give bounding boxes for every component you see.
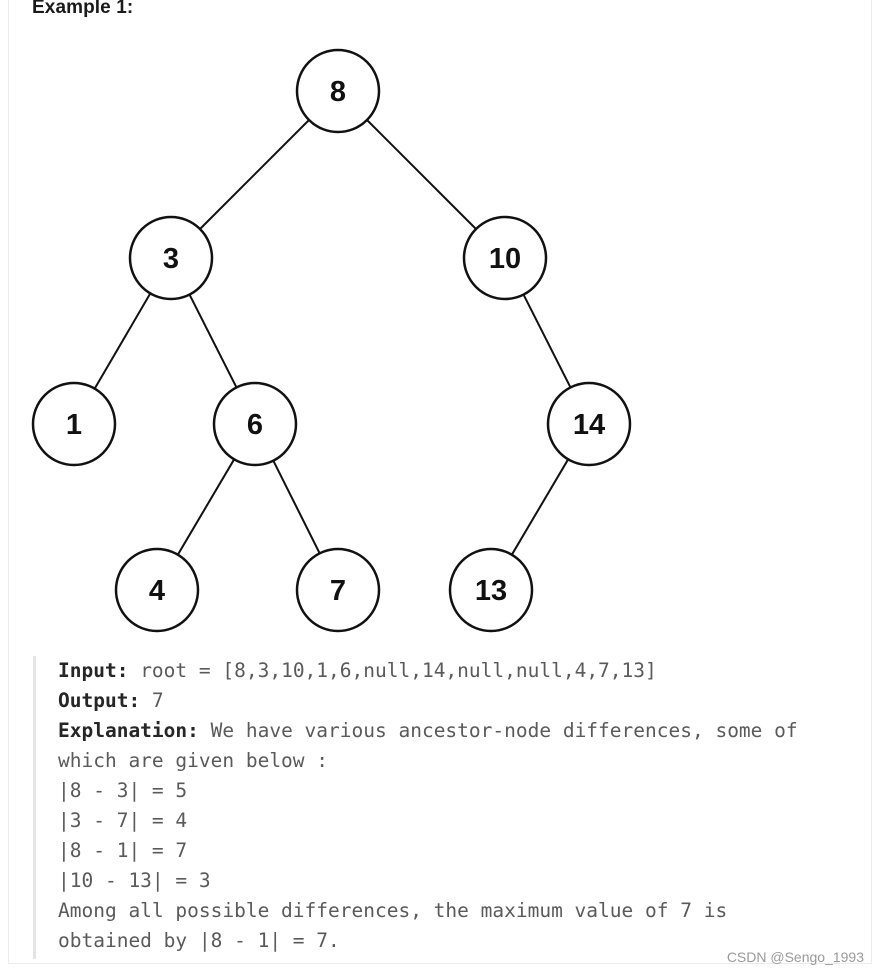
output-line: Output: 7 — [58, 686, 863, 716]
tree-edge-14-13 — [510, 458, 570, 556]
tree-node-label: 8 — [330, 76, 346, 108]
tree-node-8: 8 — [295, 48, 381, 134]
example-block: Input: root = [8,3,10,1,6,null,14,null,n… — [33, 656, 863, 959]
tree-node-circle — [295, 547, 381, 633]
tree-node-4: 4 — [114, 547, 200, 633]
tree-node-6: 6 — [212, 381, 298, 467]
tree-edge-3-1 — [93, 292, 152, 390]
input-label: Input: — [58, 659, 129, 682]
tree-node-circle — [448, 547, 534, 633]
diff-line: |3 - 7| = 4 — [58, 809, 188, 832]
tree-node-10: 10 — [462, 215, 548, 301]
tree-edge-3-6 — [188, 294, 238, 388]
output-value: 7 — [140, 689, 164, 712]
diff-line: |8 - 3| = 5 — [58, 779, 188, 802]
tree-node-circle — [212, 381, 298, 467]
tree-node-3: 3 — [128, 215, 214, 301]
tree-node-label: 6 — [247, 409, 263, 441]
input-value: root = [8,3,10,1,6,null,14,null,null,4,7… — [128, 659, 657, 682]
explanation-label: Explanation: — [58, 719, 199, 742]
example-heading: Example 1: — [32, 0, 134, 18]
diff-line: |10 - 13| = 3 — [58, 869, 211, 892]
tree-node-circle — [128, 215, 214, 301]
explanation-value: We have various ancestor-node difference… — [198, 719, 798, 742]
tree-node-14: 14 — [546, 381, 632, 467]
tree-edge-8-3 — [199, 119, 310, 230]
tree-node-circle — [114, 547, 200, 633]
tree-node-circle — [31, 381, 117, 467]
tree-node-label: 7 — [330, 575, 346, 607]
tree-nodes: 8 3 10 1 6 14 4 7 13 — [31, 48, 632, 633]
conclusion-line: obtained by |8 - 1| = 7. — [58, 929, 340, 952]
tree-node-label: 3 — [163, 243, 179, 275]
tree-node-circle — [546, 381, 632, 467]
tree-node-1: 1 — [31, 381, 117, 467]
diff-line: |8 - 1| = 7 — [58, 839, 188, 862]
tree-node-label: 14 — [573, 409, 605, 441]
tree-node-circle — [462, 215, 548, 301]
tree-node-label: 13 — [475, 575, 507, 607]
tree-edge-8-10 — [366, 119, 477, 230]
tree-node-7: 7 — [295, 547, 381, 633]
tree-edges — [93, 119, 572, 556]
page-frame — [8, 0, 872, 964]
explanation-continuation: which are given below : — [58, 749, 329, 772]
tree-node-label: 10 — [489, 243, 521, 275]
tree-edge-6-4 — [176, 458, 236, 556]
tree-edge-6-7 — [272, 460, 321, 554]
binary-tree-diagram: 8 3 10 1 6 14 4 7 13 — [31, 48, 632, 633]
conclusion-line: Among all possible differences, the maxi… — [58, 899, 728, 922]
tree-node-label: 1 — [66, 409, 82, 441]
tree-edge-10-14 — [522, 294, 572, 388]
watermark: CSDN @Sengo_1993 — [726, 949, 864, 965]
explanation-line: Explanation: We have various ancestor-no… — [58, 716, 863, 746]
tree-node-13: 13 — [448, 547, 534, 633]
tree-node-circle — [295, 48, 381, 134]
output-label: Output: — [58, 689, 141, 712]
input-line: Input: root = [8,3,10,1,6,null,14,null,n… — [58, 656, 863, 686]
tree-node-label: 4 — [149, 575, 165, 607]
